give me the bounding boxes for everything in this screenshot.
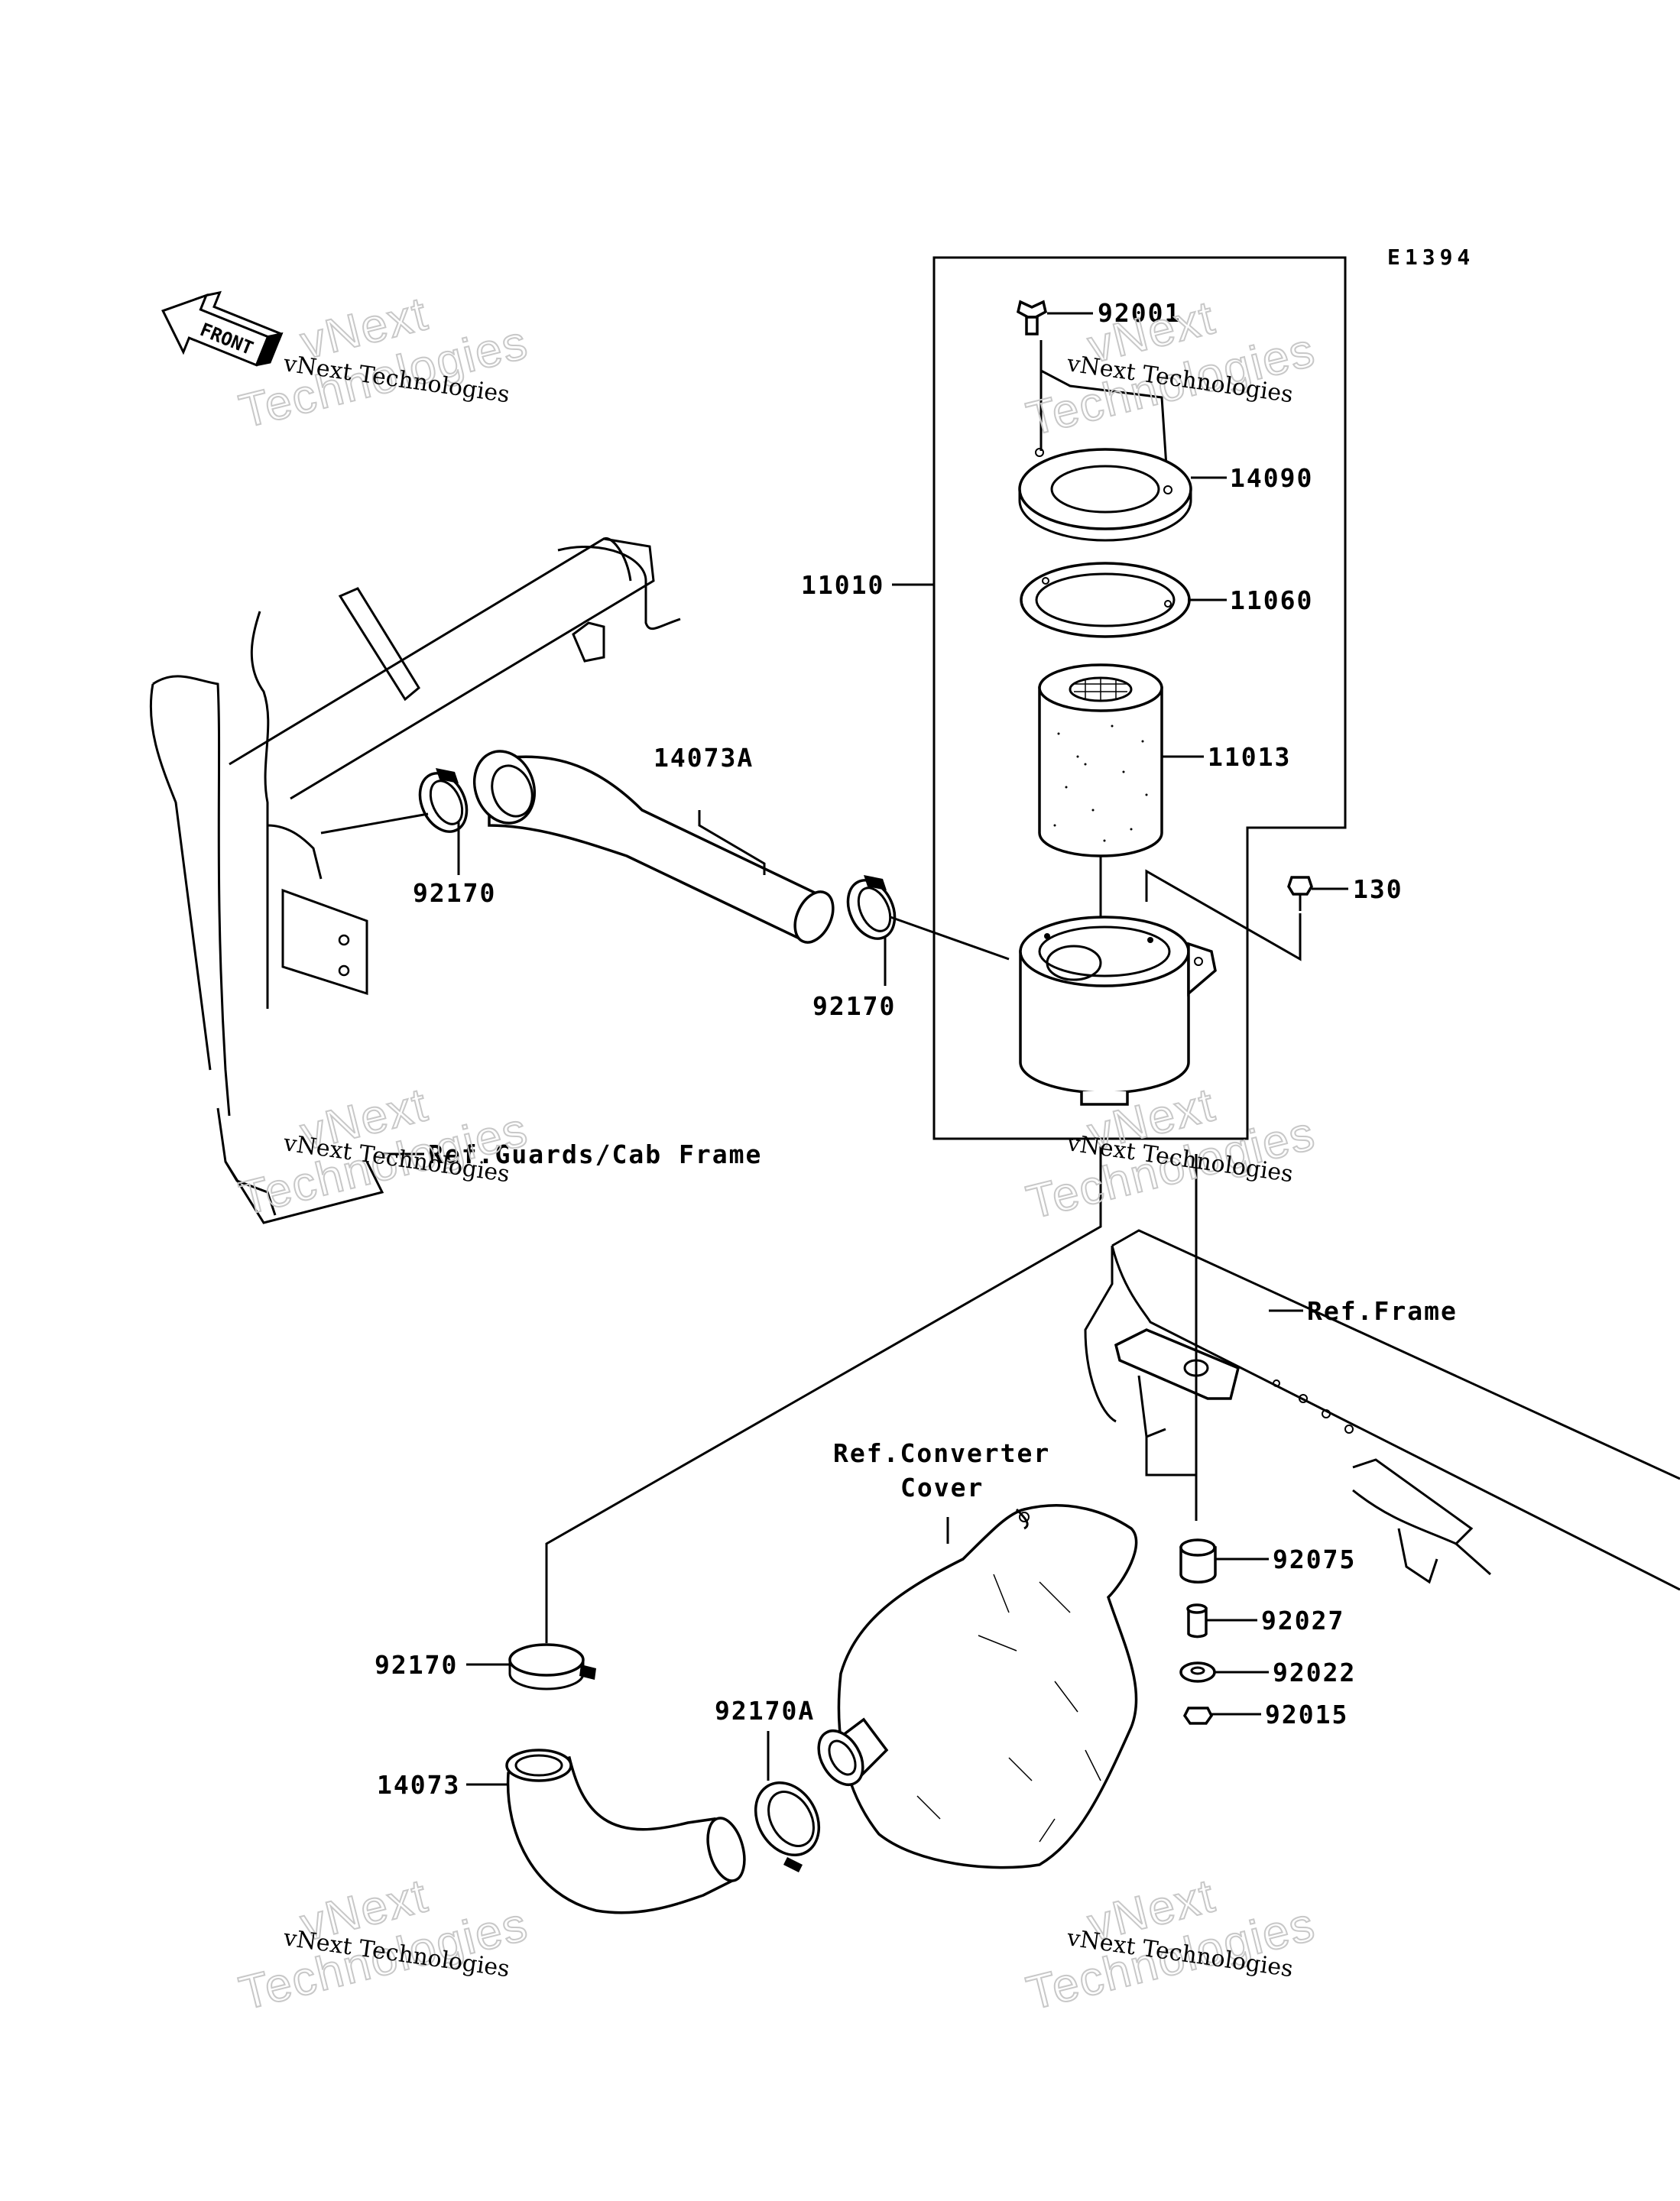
cover-plate (1018, 448, 1192, 542)
label-ref-frame: Ref.Frame (1307, 1296, 1458, 1326)
washer (1179, 1661, 1216, 1683)
label-92001: 92001 (1098, 298, 1181, 328)
hose-clamp-left (418, 768, 469, 833)
assembly-outline (932, 256, 1347, 1140)
label-92170-middle: 92170 (812, 991, 896, 1021)
hose-clamp-middle (846, 875, 897, 940)
inlet-duct-lower (505, 1749, 746, 1914)
gasket (1020, 562, 1191, 638)
label-92170A: 92170A (715, 1696, 815, 1726)
label-14090: 14090 (1230, 463, 1313, 493)
label-130: 130 (1353, 874, 1403, 904)
label-11013: 11013 (1208, 742, 1291, 772)
wing-bolt-icon (1016, 300, 1048, 335)
nut (1182, 1707, 1214, 1725)
collar (1186, 1603, 1208, 1639)
air-cleaner-housing (1019, 916, 1217, 1106)
main-frame (1084, 1229, 1680, 1591)
front-arrow-icon: FRONT (161, 290, 284, 367)
label-14073A: 14073A (654, 743, 754, 773)
rubber-mount (1179, 1538, 1217, 1583)
label-92075: 92075 (1273, 1545, 1356, 1574)
hose-clamp-lower (508, 1643, 596, 1690)
filter-element (1038, 663, 1163, 857)
label-14073: 14073 (377, 1770, 460, 1800)
label-11060: 11060 (1230, 585, 1313, 615)
hose-clamp-92170a (754, 1781, 821, 1872)
label-92170-lower: 92170 (375, 1650, 458, 1680)
cab-frame (149, 536, 681, 1224)
label-92022: 92022 (1273, 1658, 1356, 1687)
bolt-icon (1287, 876, 1313, 911)
label-92170-left: 92170 (413, 878, 496, 908)
label-ref-guards: Ref.Guards/Cab Frame (428, 1139, 762, 1169)
label-11010: 11010 (801, 570, 884, 600)
label-ref-converter-2: Cover (900, 1473, 984, 1502)
label-92027: 92027 (1261, 1606, 1344, 1635)
inlet-duct-upper (472, 750, 835, 944)
diagram-code: E1394 (1387, 245, 1474, 270)
label-92015: 92015 (1265, 1700, 1348, 1729)
converter-cover (817, 1504, 1138, 1869)
label-ref-converter-1: Ref.Converter (833, 1438, 1050, 1468)
